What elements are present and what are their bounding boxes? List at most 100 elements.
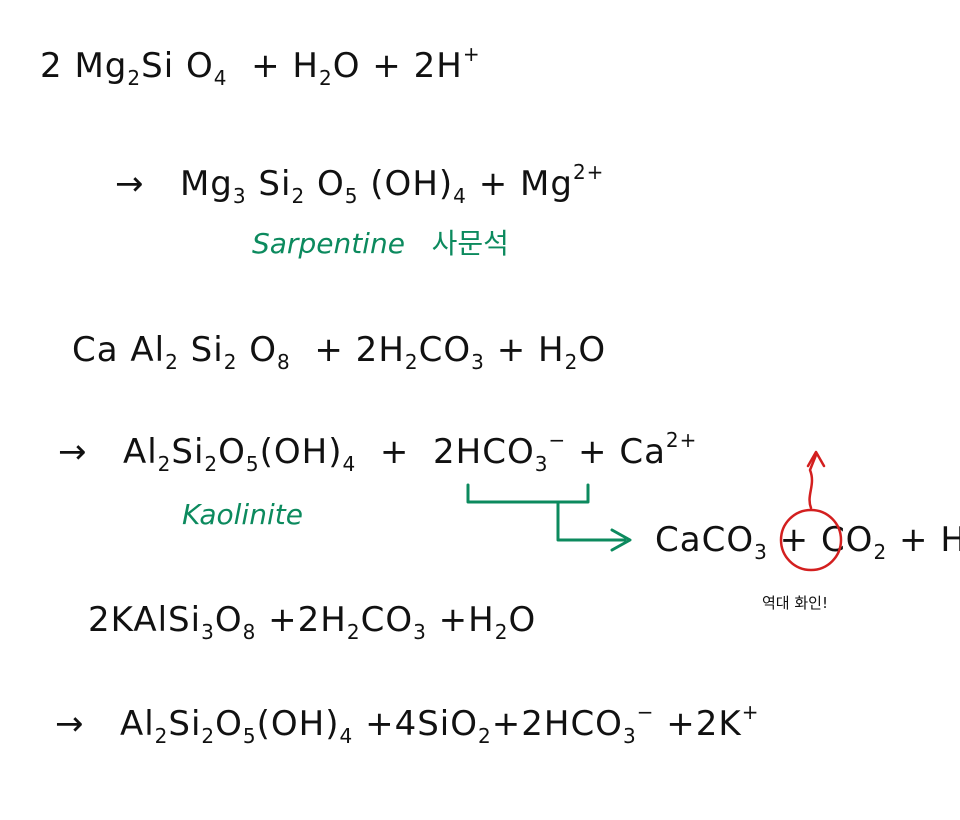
- subscript: 4: [213, 66, 228, 90]
- subscript: 8: [277, 350, 291, 374]
- coefficient: 4: [394, 704, 418, 744]
- water-h: H: [940, 520, 960, 560]
- subscript: 2: [404, 350, 419, 374]
- coefficient: 2: [40, 46, 63, 86]
- coefficient: 2: [521, 704, 544, 744]
- element-mg: Mg: [179, 164, 233, 204]
- element-al: Al: [122, 432, 158, 472]
- subscript: 2: [564, 350, 579, 374]
- water-o: O: [332, 46, 361, 86]
- water-h: H: [538, 330, 565, 370]
- coefficient: 2: [88, 600, 111, 640]
- water-o: O: [508, 600, 537, 640]
- subscript: 2: [204, 452, 219, 476]
- subscript: 2: [494, 620, 509, 644]
- subscript: 2: [346, 620, 361, 644]
- plus-sign: +: [478, 164, 509, 204]
- subscript: 2: [127, 66, 142, 90]
- subscript: 2: [201, 724, 216, 748]
- superscript: −: [636, 700, 655, 724]
- silica: SiO: [417, 704, 478, 744]
- plus-sign: +: [268, 600, 298, 640]
- reaction1-reactant: 2 Mg2Si O4 + H2O + 2H+: [40, 42, 481, 90]
- superscript: +: [462, 42, 481, 66]
- subscript: 4: [342, 452, 357, 476]
- element-o: O: [215, 704, 243, 744]
- plus-sign: +: [372, 46, 402, 86]
- superscript: 2+: [665, 428, 698, 452]
- orthoclase: KAlSi: [110, 600, 202, 640]
- element-mg: Mg: [74, 46, 128, 86]
- subscript: 3: [534, 452, 549, 476]
- mineral-name-ko: 사문석: [431, 227, 509, 260]
- subscript: 3: [471, 350, 485, 374]
- element-al: Al: [119, 704, 155, 744]
- element-o: O: [218, 432, 246, 472]
- mineral-name-en: Sarpentine: [252, 227, 405, 260]
- element-h: H: [436, 46, 463, 86]
- subscript: 3: [201, 620, 215, 644]
- subscript: 5: [245, 452, 260, 476]
- element-si: Si: [171, 432, 205, 472]
- hydroxide: (OH): [259, 432, 343, 472]
- calcium-carbonate: CaCO: [655, 520, 755, 560]
- hydroxide: (OH): [370, 164, 454, 204]
- subscript: 2: [165, 350, 179, 374]
- element-h: H: [378, 330, 405, 370]
- coefficient: 2: [297, 600, 321, 640]
- arrow-icon: →: [58, 432, 88, 472]
- plus-sign: +: [491, 704, 522, 744]
- bracket-line: [556, 500, 627, 542]
- subscript: 2: [478, 724, 492, 748]
- subscript: 2: [291, 184, 306, 208]
- reaction2-product: → Al2Si2O5(OH)4 + 2HCO3− + Ca2+: [58, 428, 697, 476]
- highlight-circle: [779, 508, 843, 572]
- plus-sign: +: [496, 330, 527, 370]
- element-ca: Ca: [72, 330, 119, 370]
- element-si: Si: [168, 704, 202, 744]
- subscript: 5: [344, 184, 359, 208]
- reaction3-reactant: 2KAlSi3O8 +2H2CO3 +H2O: [88, 600, 536, 644]
- plus-sign: +: [438, 600, 469, 640]
- superscript: 2+: [572, 160, 605, 184]
- superscript: −: [548, 428, 567, 452]
- subscript: 3: [622, 724, 637, 748]
- element-k: K: [718, 704, 742, 744]
- plus-sign: +: [379, 432, 410, 472]
- plus-sign: +: [314, 330, 344, 370]
- subscript: 2: [223, 350, 238, 374]
- plus-sign: +: [251, 46, 281, 86]
- element-o: O: [316, 164, 345, 204]
- element-h: H: [320, 600, 347, 640]
- water-o: O: [578, 330, 607, 370]
- element-o: O: [214, 600, 243, 640]
- mineral-label-serpentine: Sarpentine 사문석: [252, 222, 509, 262]
- carbonate: CO: [418, 330, 472, 370]
- element-si: Si: [258, 164, 292, 204]
- bicarbonate: HCO: [455, 432, 535, 472]
- coefficient: 2: [433, 432, 456, 472]
- plus-sign: +: [365, 704, 395, 744]
- escape-arrow-line: [808, 453, 818, 510]
- subscript: 2: [318, 66, 333, 90]
- arrow-icon: →: [115, 164, 145, 204]
- plus-sign: +: [899, 520, 929, 560]
- carbonate: CO: [360, 600, 414, 640]
- element-ca: Ca: [619, 432, 666, 472]
- subscript: 2: [157, 452, 172, 476]
- reaction1-product: → Mg3 Si2 O5 (OH)4 + Mg2+: [115, 160, 604, 208]
- arrow-head-icon: [610, 528, 632, 552]
- subscript: 2: [873, 540, 888, 564]
- subscript: 4: [453, 184, 467, 208]
- superscript: +: [741, 700, 760, 724]
- subscript: 2: [154, 724, 169, 748]
- water-h: H: [468, 600, 495, 640]
- side-reaction: CaCO3 + CO2 + H2O: [655, 520, 960, 564]
- element-mg: Mg: [520, 164, 573, 204]
- water-h: H: [292, 46, 319, 86]
- element-o: O: [249, 330, 277, 370]
- subscript: 3: [232, 184, 247, 208]
- plus-sign: +: [666, 704, 696, 744]
- bracket-line: [466, 483, 590, 504]
